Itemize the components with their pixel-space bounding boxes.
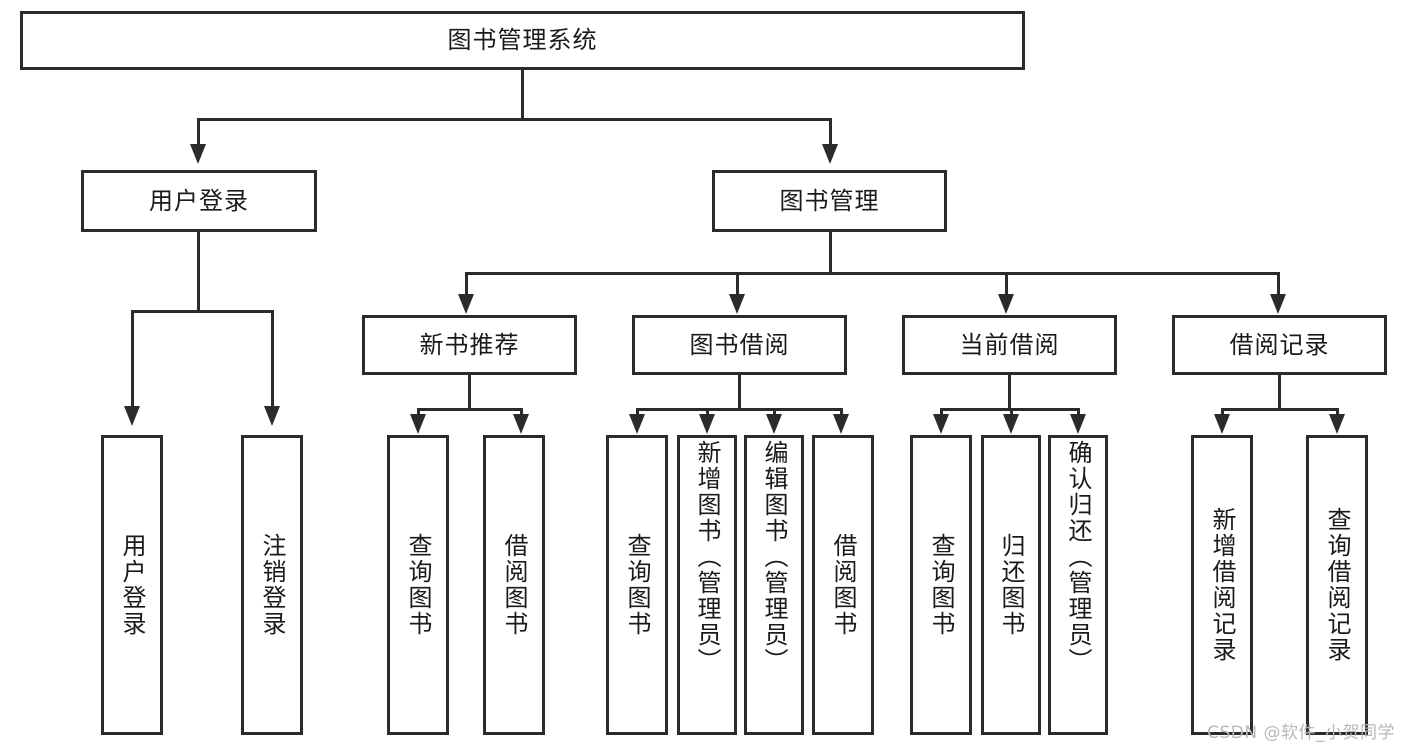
node-label: 当前借阅 — [959, 330, 1060, 359]
arrow-bm-to-book-borrow — [729, 294, 745, 314]
leaf-user-login-login[interactable]: 用户登录 — [101, 435, 163, 735]
edge-root-to-book-management — [829, 118, 832, 146]
edge-book-borrow-to-leaf-3 — [773, 408, 776, 418]
arrow-current-borrow-to-leaf-3 — [1070, 414, 1086, 434]
edge-book-borrow-to-leaf-4 — [840, 408, 843, 418]
edge-new-book-to-leaf-2 — [520, 408, 523, 418]
node-label: 查询图书 — [927, 533, 955, 637]
edge-new-book-to-leaf-1 — [417, 408, 420, 418]
edge-root-to-user-login — [197, 118, 200, 146]
edge-book-management-stem — [829, 232, 832, 272]
node-label: 图书借阅 — [689, 330, 790, 359]
edge-current-borrow-to-leaf-3 — [1077, 408, 1080, 418]
leaf-new-book-borrow-book[interactable]: 借阅图书 — [483, 435, 545, 735]
arrow-bm-to-borrow-record — [1270, 294, 1286, 314]
arrow-book-borrow-to-leaf-1 — [629, 414, 645, 434]
edge-current-borrow-stem — [1008, 375, 1011, 408]
edge-user-login-to-leaf-1 — [131, 310, 134, 408]
node-label: 新书推荐 — [419, 330, 520, 359]
leaf-borrow-record-query-record[interactable]: 查询借阅记录 — [1306, 435, 1368, 735]
edge-current-borrow-to-leaf-2 — [1010, 408, 1013, 418]
edge-borrow-record-to-leaf-1 — [1221, 408, 1224, 418]
edge-root-stem — [521, 70, 524, 118]
edge-bm-to-borrow-record — [1277, 272, 1280, 296]
edge-bm-to-book-borrow — [736, 272, 739, 296]
node-label: 用户登录 — [149, 186, 249, 215]
node-book-borrow[interactable]: 图书借阅 — [632, 315, 847, 375]
edge-user-login-branch-bar — [131, 310, 274, 313]
edge-book-borrow-stem — [738, 375, 741, 408]
edge-book-borrow-to-leaf-1 — [636, 408, 639, 418]
leaf-new-book-query-book[interactable]: 查询图书 — [387, 435, 449, 735]
edge-borrow-record-branch-bar — [1221, 408, 1339, 411]
arrow-book-borrow-to-leaf-4 — [833, 414, 849, 434]
arrow-new-book-to-leaf-2 — [513, 414, 529, 434]
node-book-management[interactable]: 图书管理 — [712, 170, 947, 232]
edge-new-book-branch-bar — [417, 408, 523, 411]
leaf-current-borrow-query-book[interactable]: 查询图书 — [910, 435, 972, 735]
node-label: 查询借阅记录 — [1323, 507, 1351, 663]
leaf-borrow-record-add-record[interactable]: 新增借阅记录 — [1191, 435, 1253, 735]
arrow-borrow-record-to-leaf-1 — [1214, 414, 1230, 434]
arrow-user-login-to-leaf-2 — [264, 406, 280, 426]
node-label: 图书管理系统 — [447, 26, 598, 55]
leaf-book-borrow-query-book[interactable]: 查询图书 — [606, 435, 668, 735]
leaf-book-borrow-edit-book-admin[interactable]: 编辑图书（管理员） — [744, 435, 804, 735]
node-current-borrow[interactable]: 当前借阅 — [902, 315, 1117, 375]
node-label: 注销登录 — [258, 533, 286, 637]
node-label: 用户登录 — [118, 533, 146, 637]
csdn-watermark: CSDN @软件_小贺同学 — [1207, 723, 1395, 743]
arrow-bm-to-new-book — [458, 294, 474, 314]
edge-borrow-record-to-leaf-2 — [1336, 408, 1339, 418]
arrow-borrow-record-to-leaf-2 — [1329, 414, 1345, 434]
arrow-book-borrow-to-leaf-2 — [699, 414, 715, 434]
node-new-book-recommend[interactable]: 新书推荐 — [362, 315, 577, 375]
arrow-current-borrow-to-leaf-2 — [1003, 414, 1019, 434]
edge-book-management-branch-bar — [465, 272, 1280, 275]
node-label: 查询图书 — [623, 533, 651, 637]
edge-root-branch-bar — [197, 118, 831, 121]
node-label: 查询图书 — [404, 533, 432, 637]
edge-bm-to-new-book — [465, 272, 468, 296]
leaf-current-borrow-return-book[interactable]: 归还图书 — [981, 435, 1041, 735]
node-label: 图书管理 — [779, 186, 880, 215]
node-label: 借阅图书 — [500, 533, 528, 637]
leaf-current-borrow-confirm-return-admin[interactable]: 确认归还（管理员） — [1048, 435, 1108, 735]
arrow-bm-to-current-borrow — [998, 294, 1014, 314]
arrow-root-to-user-login — [190, 144, 206, 164]
edge-book-borrow-branch-bar — [636, 408, 843, 411]
node-borrow-record[interactable]: 借阅记录 — [1172, 315, 1387, 375]
edge-user-login-to-leaf-2 — [271, 310, 274, 408]
edge-current-borrow-to-leaf-1 — [940, 408, 943, 418]
node-label: 新增图书（管理员） — [693, 440, 721, 674]
node-label: 借阅图书 — [829, 533, 857, 637]
node-user-login[interactable]: 用户登录 — [81, 170, 317, 232]
node-label: 借阅记录 — [1229, 330, 1330, 359]
edge-bm-to-current-borrow — [1005, 272, 1008, 296]
node-label: 确认归还（管理员） — [1064, 440, 1092, 674]
leaf-user-login-logout[interactable]: 注销登录 — [241, 435, 303, 735]
node-label: 编辑图书（管理员） — [760, 440, 788, 674]
arrow-new-book-to-leaf-1 — [410, 414, 426, 434]
edge-book-borrow-to-leaf-2 — [706, 408, 709, 418]
leaf-book-borrow-borrow-book[interactable]: 借阅图书 — [812, 435, 874, 735]
edge-new-book-stem — [468, 375, 471, 408]
arrow-book-borrow-to-leaf-3 — [766, 414, 782, 434]
node-root-book-management-system[interactable]: 图书管理系统 — [20, 11, 1025, 70]
edge-borrow-record-stem — [1278, 375, 1281, 408]
edge-user-login-stem — [197, 232, 200, 310]
arrow-root-to-book-management — [822, 144, 838, 164]
node-label: 新增借阅记录 — [1208, 507, 1236, 663]
arrow-current-borrow-to-leaf-1 — [933, 414, 949, 434]
leaf-book-borrow-add-book-admin[interactable]: 新增图书（管理员） — [677, 435, 737, 735]
node-label: 归还图书 — [997, 533, 1025, 637]
arrow-user-login-to-leaf-1 — [124, 406, 140, 426]
